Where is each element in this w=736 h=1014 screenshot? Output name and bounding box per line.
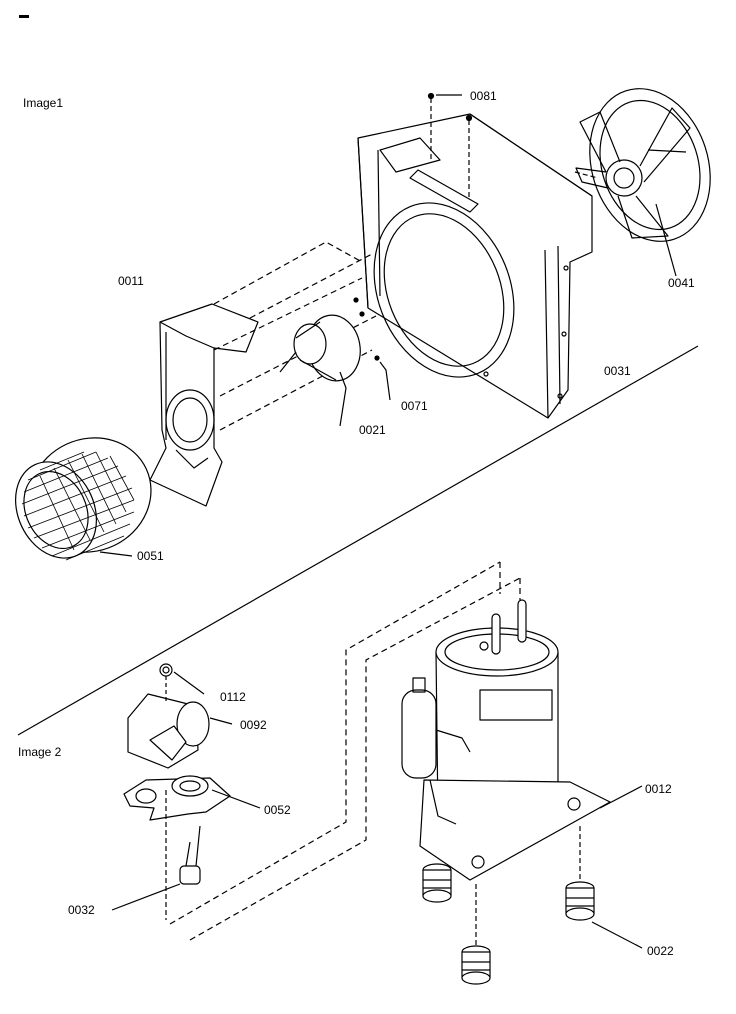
section-divider bbox=[17, 345, 699, 736]
part-label-0041: 0041 bbox=[668, 276, 695, 290]
harness-dashes bbox=[169, 561, 521, 941]
mounting-plate-0052 bbox=[123, 775, 261, 821]
blower-wheel-0051 bbox=[14, 437, 152, 561]
part-label-0081: 0081 bbox=[470, 89, 497, 103]
section-label-image1: Image1 bbox=[23, 96, 64, 110]
part-label-0022: 0022 bbox=[647, 944, 674, 958]
damper-motor-0092 bbox=[127, 663, 233, 769]
corner-mark bbox=[19, 15, 29, 18]
part-label-0021: 0021 bbox=[359, 423, 386, 437]
rubber-mounts-0022 bbox=[422, 826, 643, 985]
section-label-image2: Image 2 bbox=[18, 745, 62, 759]
part-label-0092: 0092 bbox=[240, 718, 267, 732]
part-label-0052: 0052 bbox=[264, 803, 291, 817]
part-label-0032: 0032 bbox=[68, 903, 95, 917]
motor-bracket-0011 bbox=[149, 303, 259, 507]
part-label-0071: 0071 bbox=[401, 399, 428, 413]
part-label-0031: 0031 bbox=[604, 364, 631, 378]
part-label-0051: 0051 bbox=[137, 549, 164, 563]
fan-motor-0021 bbox=[279, 314, 361, 427]
screws-0081 bbox=[427, 92, 473, 198]
part-label-0011: 0011 bbox=[118, 274, 144, 288]
switch-0032 bbox=[111, 790, 201, 920]
compressor-0012 bbox=[401, 599, 643, 881]
part-label-0112: 0112 bbox=[220, 690, 246, 704]
condenser-shroud bbox=[357, 113, 593, 419]
part-label-0012: 0012 bbox=[645, 782, 672, 796]
axial-fan-0041 bbox=[574, 88, 711, 277]
screws-0071 bbox=[353, 297, 391, 401]
